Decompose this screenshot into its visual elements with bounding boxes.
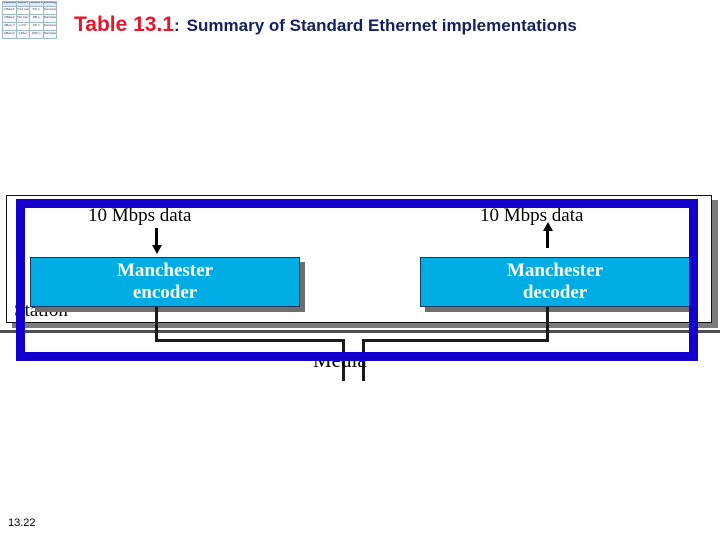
table-cell: 2000 m — [29, 29, 44, 40]
slide-number: 13.22 — [8, 517, 36, 529]
ethernet-station-figure: Station 10 Mbps data 10 Mbps data Manche… — [0, 190, 720, 381]
manchester-encoder-block: Manchester encoder — [30, 257, 300, 307]
table-row: 10Base-F 2 Fiber 2000 m Manchester — [2, 29, 57, 40]
table-cell: 10Base-F — [2, 29, 17, 40]
arrow-up-icon — [542, 222, 553, 231]
encoder-connector-segment — [155, 339, 345, 342]
data-rate-label-left: 10 Mbps data — [88, 205, 192, 226]
table-cell: 185 m — [29, 13, 44, 23]
arrow-up-icon — [546, 228, 549, 248]
page-title-subject: Summary of Standard Ethernet implementat… — [186, 16, 577, 35]
manchester-decoder-line2: decoder — [522, 282, 588, 303]
manchester-encoder-line2: encoder — [132, 282, 198, 303]
manchester-decoder-block: Manchester decoder — [420, 257, 690, 307]
manchester-decoder-line1: Manchester — [506, 259, 604, 281]
table-cell: Manchester — [42, 13, 57, 23]
table-cell: Manchester — [42, 21, 57, 31]
table-cell: 10Base5 — [2, 5, 17, 15]
table-cell: 10Base2 — [2, 13, 17, 23]
arrow-down-icon — [155, 228, 158, 248]
ethernet-summary-thumbnail-table: Implementation Medium Medium Length Enco… — [2, 1, 57, 40]
table-cell: 500 m — [29, 5, 44, 15]
table-cell: 2 UTP — [15, 21, 30, 31]
table-cell: Thin coax — [15, 13, 30, 23]
page-title-separator: : — [174, 16, 180, 35]
table-row: 10Base2 Thin coax 185 m Manchester — [2, 13, 57, 23]
page-title: Table 13.1: Summary of Standard Ethernet … — [74, 13, 577, 37]
table-cell: 2 Fiber — [15, 29, 30, 40]
encoder-connector-segment — [155, 307, 158, 342]
manchester-encoder-line1: Manchester — [116, 259, 214, 281]
table-row: 10Base-T 2 UTP 100 m Manchester — [2, 21, 57, 31]
media-label: Media — [313, 348, 367, 372]
decoder-connector-segment — [546, 307, 549, 342]
table-header-row: Implementation Medium Medium Length Enco… — [2, 1, 57, 7]
data-rate-label-right: 10 Mbps data — [480, 205, 584, 226]
decoder-connector-segment — [362, 339, 549, 342]
table-cell: Thick coax — [15, 5, 30, 15]
table-cell: 10Base-T — [2, 21, 17, 31]
table-cell: Manchester — [42, 5, 57, 15]
table-cell: 100 m — [29, 21, 44, 31]
arrow-down-icon — [151, 245, 162, 254]
table-cell: Manchester — [42, 29, 57, 40]
page-title-number: Table 13.1 — [74, 13, 174, 36]
media-bus-line — [0, 330, 720, 333]
table-row: 10Base5 Thick coax 500 m Manchester — [2, 5, 57, 15]
